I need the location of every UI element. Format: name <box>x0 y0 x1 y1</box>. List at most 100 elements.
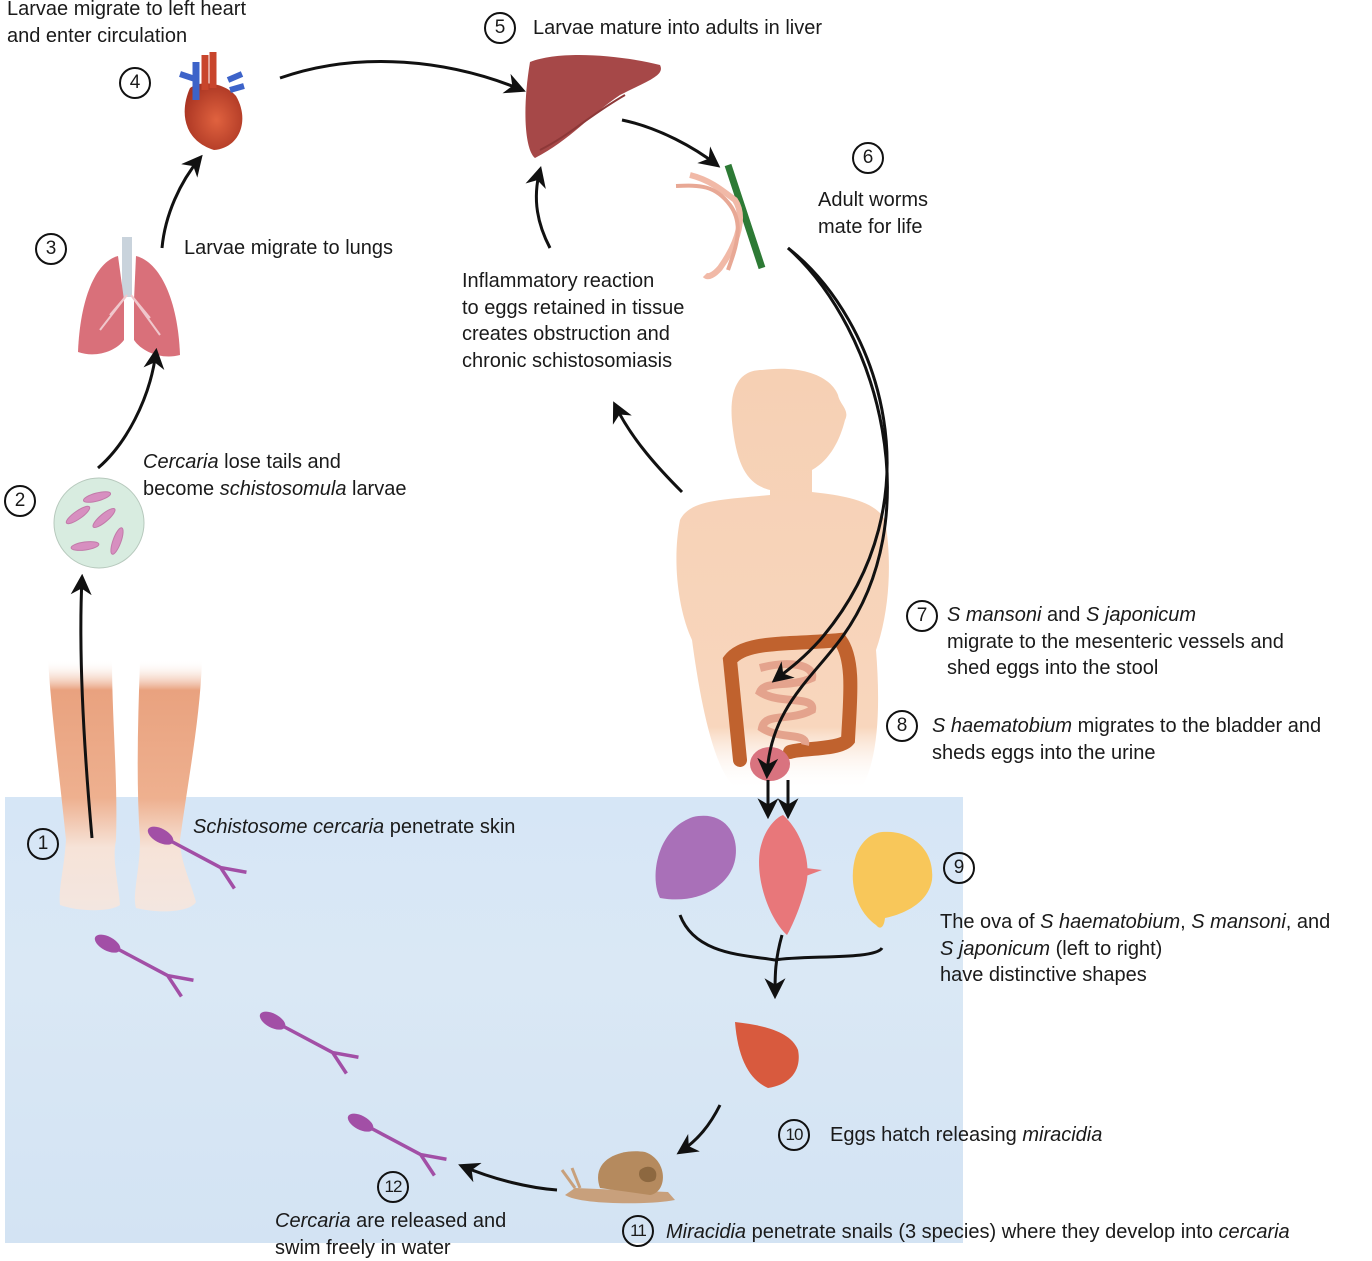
step-9-text-4: (left to right) <box>1050 937 1163 960</box>
step-8-line-1: S haematobium migrates to the bladder an… <box>932 713 1321 740</box>
step-badge-5: 5 <box>484 12 516 44</box>
step-6-line-2: mate for life <box>818 215 923 238</box>
arrow-inflammation-to-liver <box>525 165 552 249</box>
step-12-text-1: are released and <box>350 1210 507 1232</box>
step-6-label: Adult worms mate for life <box>818 187 928 240</box>
step-9-italic-2: S mansoni <box>1191 911 1286 933</box>
liver-illustration <box>525 54 661 158</box>
cercaria-illustrations <box>94 826 447 1177</box>
step-9-text-3: , and <box>1285 911 1331 933</box>
step-2-italic-2: schistosomula <box>219 477 347 500</box>
step-1-label-text: penetrate skin <box>384 816 516 838</box>
arrow-4-to-5 <box>279 60 526 94</box>
step-badge-6: 6 <box>852 142 884 174</box>
step-9-line-2: S japonicum (left to right) <box>940 936 1330 963</box>
step-11-italic-1: Miracidia <box>666 1221 747 1243</box>
arrow-6-to-intestine <box>771 246 889 683</box>
arrow-body-to-inflammation <box>612 401 684 494</box>
step-7-italic-1: S mansoni <box>947 604 1042 626</box>
cercaria-1 <box>147 826 247 890</box>
step-2-italic-1: Cercaria <box>143 451 219 473</box>
step-7-line-2: migrate to the mesenteric vessels and <box>947 630 1284 653</box>
step-1-label: Schistosome cercaria penetrate skin <box>193 814 515 841</box>
step-badge-4: 4 <box>119 67 151 99</box>
step-badge-11: 11 <box>622 1215 654 1247</box>
lungs-illustration <box>78 237 180 357</box>
heart-illustration <box>179 52 245 150</box>
arrow-5-to-6 <box>621 118 721 168</box>
step-6-line-1: Adult worms <box>818 189 929 211</box>
step-11-text: penetrate snails (3 species) where they … <box>746 1221 1219 1243</box>
step-badge-2: 2 <box>4 485 36 517</box>
step-badge-3: 3 <box>35 233 67 265</box>
legs-illustration <box>48 660 202 912</box>
human-torso-illustration <box>676 368 889 790</box>
inflammation-line-2: to eggs retained in tissue <box>462 296 685 319</box>
arrow-6-to-bladder <box>757 246 889 780</box>
step-8-line-2: sheds eggs into the urine <box>932 741 1156 764</box>
cycle-arrows <box>70 60 889 1192</box>
arrow-11-to-12 <box>458 1162 558 1192</box>
step-9-italic-1: S haematobium <box>1040 911 1181 933</box>
step-12-line-1: Cercaria are released and <box>275 1208 506 1235</box>
step-badge-12: 12 <box>377 1171 409 1203</box>
step-8-italic-1: S haematobium <box>932 715 1073 737</box>
step-9-text-1: The ova of <box>940 911 1041 933</box>
adult-worms-illustration <box>675 163 766 280</box>
arrow-10-to-11 <box>676 1104 722 1155</box>
step-12-label: Cercaria are released and swim freely in… <box>275 1208 506 1261</box>
step-7-italic-2: S japonicum <box>1085 604 1197 626</box>
inflammation-line-3: creates obstruction and <box>462 323 670 345</box>
inflammation-line-1: Inflammatory reaction <box>462 270 655 292</box>
step-badge-8: 8 <box>886 710 918 742</box>
step-10-text: Eggs hatch releasing <box>830 1124 1023 1146</box>
egg-mansoni <box>759 815 822 935</box>
step-badge-7: 7 <box>906 600 938 632</box>
arrow-3-to-4 <box>160 154 203 249</box>
egg-haematobium <box>655 815 736 900</box>
step-badge-1: 1 <box>27 828 59 860</box>
step-9-line-1: The ova of S haematobium, S mansoni, and <box>940 909 1330 936</box>
step-5-label: Larvae mature into adults in liver <box>533 17 823 39</box>
snail-illustration <box>560 1151 675 1204</box>
egg-hatching <box>735 1022 799 1088</box>
step-8-text-1: migrates to the bladder and <box>1072 715 1322 737</box>
step-11-italic-2: cercaria <box>1218 1221 1290 1243</box>
step-2-label: Cercaria lose tails and become schistoso… <box>143 449 406 502</box>
step-badge-10: 10 <box>778 1119 810 1151</box>
step-2-text-2: become <box>143 477 220 500</box>
step-2-line-1: Cercaria lose tails and <box>143 449 406 476</box>
arrow-eggs-to-hatch <box>764 934 786 1000</box>
eggs-illustration <box>655 815 933 1088</box>
step-9-italic-3: S japonicum <box>940 937 1051 960</box>
step-2-line-2: become schistosomula larvae <box>143 476 406 503</box>
arrow-1-to-2 <box>70 573 94 839</box>
step-badge-9: 9 <box>943 852 975 884</box>
step-4-line-1: Larvae migrate to left heart <box>7 0 247 20</box>
arrow-2-to-3 <box>97 347 165 470</box>
cercaria-3 <box>259 1011 359 1075</box>
step-1-label-italic: Schistosome cercaria <box>193 816 385 838</box>
cercaria-2 <box>94 934 194 998</box>
step-2-text-1: lose tails and <box>218 451 341 473</box>
step-9-line-3: have distinctive shapes <box>940 964 1147 986</box>
step-7-label: S mansoni and S japonicum migrate to the… <box>947 602 1284 682</box>
step-2-text-3: larvae <box>346 477 407 500</box>
step-10-label: Eggs hatch releasing miracidia <box>830 1122 1102 1149</box>
step-9-text-2: , <box>1180 911 1192 933</box>
schistosomula-illustration <box>53 477 145 569</box>
cercaria-4 <box>347 1113 447 1177</box>
egg-japonicum <box>852 831 933 928</box>
step-8-label: S haematobium migrates to the bladder an… <box>932 713 1321 766</box>
step-7-text-1: and <box>1041 604 1086 626</box>
step-4-line-2: and enter circulation <box>7 24 188 47</box>
step-10-italic: miracidia <box>1022 1124 1103 1146</box>
step-7-line-1: S mansoni and S japonicum <box>947 602 1284 629</box>
step-12-italic: Cercaria <box>275 1210 351 1232</box>
inflammation-note: Inflammatory reaction to eggs retained i… <box>462 268 684 374</box>
step-11-label: Miracidia penetrate snails (3 species) w… <box>666 1219 1290 1246</box>
step-7-line-3: shed eggs into the stool <box>947 657 1159 679</box>
step-4-label: Larvae migrate to left heart and enter c… <box>7 0 246 49</box>
arrow-eggs-merge <box>678 914 884 962</box>
